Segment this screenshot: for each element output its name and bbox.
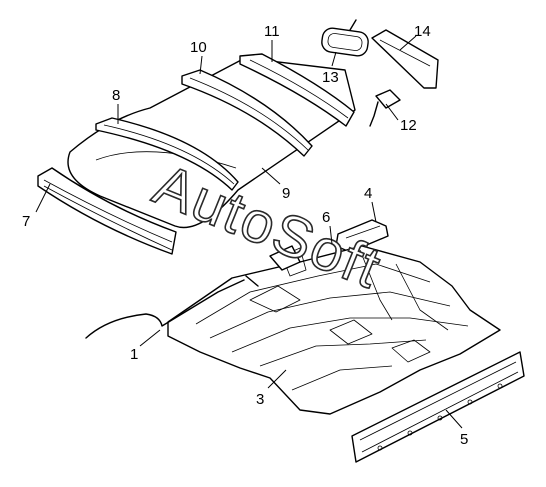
callout-13: 13 bbox=[322, 69, 339, 86]
tunnel-bracket bbox=[269, 245, 301, 271]
callout-5: 5 bbox=[460, 431, 468, 448]
callout-6: 6 bbox=[322, 209, 330, 226]
leader-lines bbox=[35, 35, 463, 429]
callout-4: 4 bbox=[364, 185, 372, 202]
dome-light bbox=[369, 89, 401, 127]
sill-panel bbox=[351, 351, 525, 463]
release-cable bbox=[85, 275, 259, 339]
front-roof-bow bbox=[95, 117, 239, 191]
middle-roof-bow bbox=[181, 69, 313, 157]
callout-12: 12 bbox=[400, 117, 417, 134]
callout-11: 11 bbox=[264, 23, 280, 40]
windshield-header bbox=[37, 167, 177, 255]
callout-8: 8 bbox=[112, 87, 120, 104]
rear-roof-bow bbox=[239, 53, 355, 127]
callout-7: 7 bbox=[22, 213, 30, 230]
callout-1: 1 bbox=[130, 346, 138, 363]
anchor-bracket bbox=[335, 219, 389, 253]
callout-labels: 1 3 4 5 6 7 8 9 10 11 12 13 14 bbox=[22, 23, 468, 448]
callout-9: 9 bbox=[282, 185, 290, 202]
sun-visor bbox=[371, 29, 439, 89]
callout-14: 14 bbox=[414, 23, 431, 40]
callout-3: 3 bbox=[256, 391, 264, 408]
callout-10: 10 bbox=[190, 39, 207, 56]
interior-mirror bbox=[321, 19, 369, 57]
